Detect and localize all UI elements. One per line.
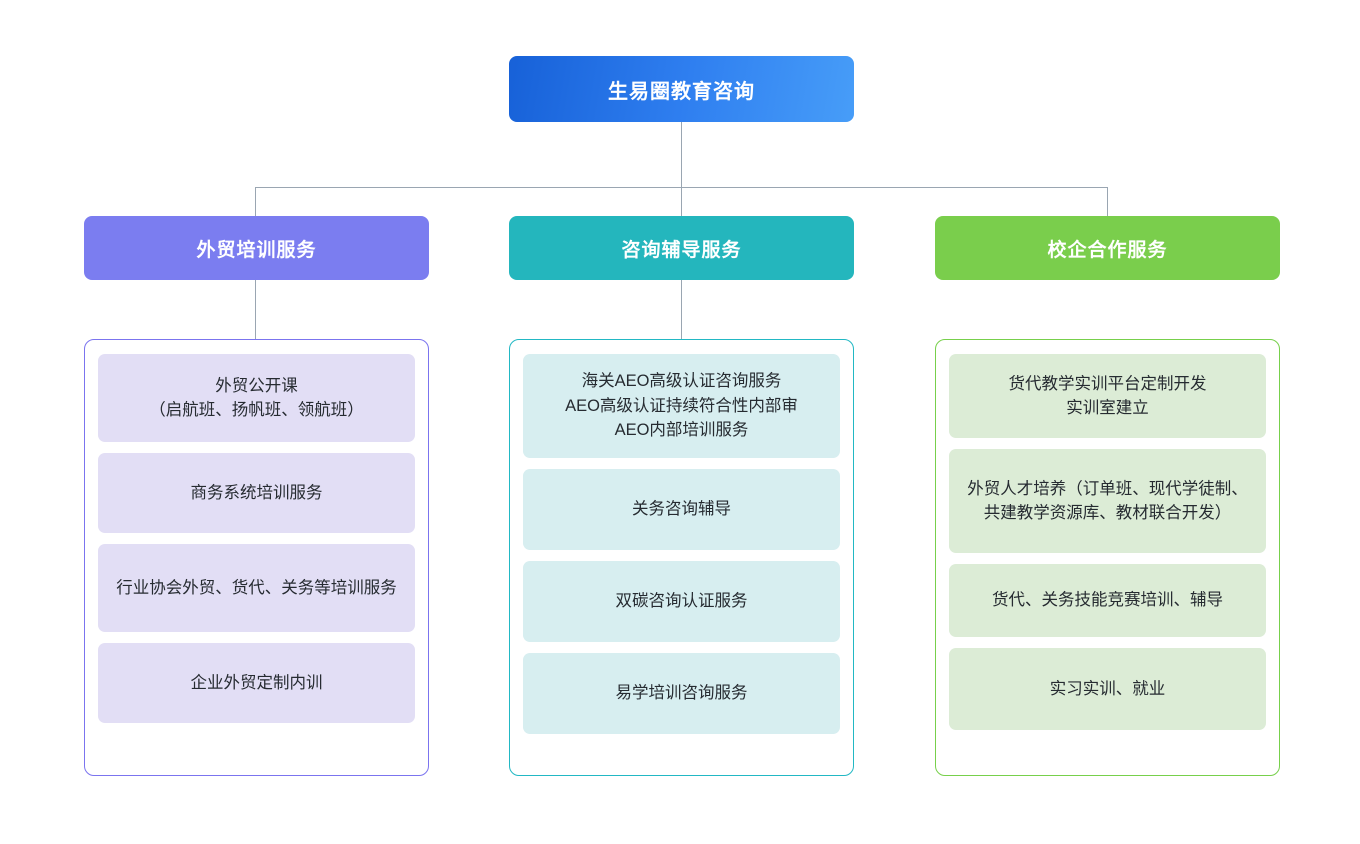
branch-header-0[interactable]: 外贸培训服务 [84,216,429,280]
connector-branch-0-to-items [255,280,257,339]
connector-branch-2-down [1107,187,1109,216]
root-node[interactable]: 生易圈教育咨询 [509,56,854,122]
branch-header-2[interactable]: 校企合作服务 [935,216,1280,280]
item-card[interactable]: 实习实训、就业 [949,648,1266,730]
item-card[interactable]: 外贸人才培养（订单班、现代学徒制、共建教学资源库、教材联合开发） [949,449,1266,553]
branch-header-1[interactable]: 咨询辅导服务 [509,216,854,280]
items-container-2: 货代教学实训平台定制开发 实训室建立 外贸人才培养（订单班、现代学徒制、共建教学… [935,339,1280,776]
item-card[interactable]: 关务咨询辅导 [523,469,840,550]
item-card[interactable]: 行业协会外贸、货代、关务等培训服务 [98,544,415,632]
item-card[interactable]: 易学培训咨询服务 [523,653,840,734]
connector-branch-1-down [681,187,683,216]
root-node-label: 生易圈教育咨询 [608,80,755,103]
item-card[interactable]: 外贸公开课 （启航班、扬帆班、领航班） [98,354,415,442]
connector-branch-1-to-items [681,280,683,339]
items-container-0: 外贸公开课 （启航班、扬帆班、领航班） 商务系统培训服务 行业协会外贸、货代、关… [84,339,429,776]
item-card[interactable]: 商务系统培训服务 [98,453,415,533]
connector-branch-0-down [255,187,257,216]
branch-header-2-label: 校企合作服务 [1047,239,1168,261]
item-card[interactable]: 货代、关务技能竞赛培训、辅导 [949,564,1266,637]
items-container-1: 海关AEO高级认证咨询服务 AEO高级认证持续符合性内部审 AEO内部培训服务 … [509,339,854,776]
connector-root-down [681,122,683,188]
item-card[interactable]: 双碳咨询认证服务 [523,561,840,642]
item-card[interactable]: 海关AEO高级认证咨询服务 AEO高级认证持续符合性内部审 AEO内部培训服务 [523,354,840,458]
item-card[interactable]: 企业外贸定制内训 [98,643,415,723]
branch-header-1-label: 咨询辅导服务 [621,239,742,261]
item-card[interactable]: 货代教学实训平台定制开发 实训室建立 [949,354,1266,438]
branch-header-0-label: 外贸培训服务 [196,239,317,261]
